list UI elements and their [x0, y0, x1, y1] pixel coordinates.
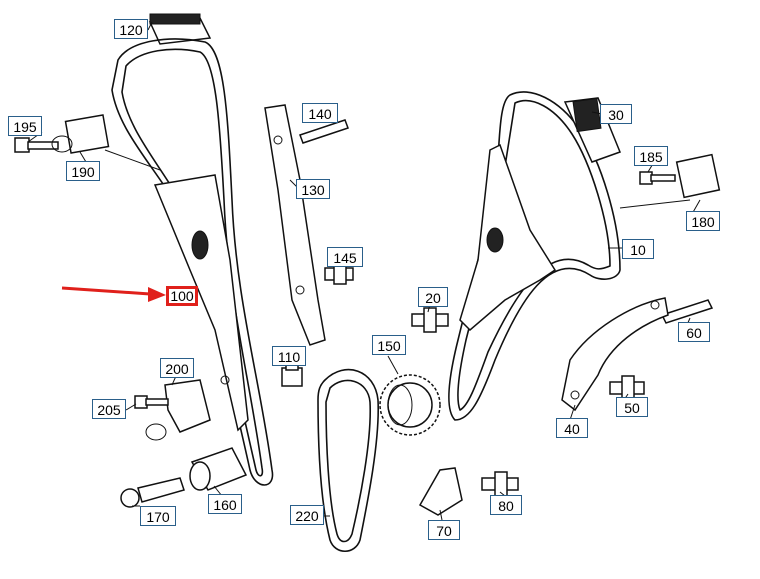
part-60-pin: [660, 299, 714, 324]
callout-185: 185: [634, 146, 668, 166]
part-200-tensioner: [145, 379, 211, 441]
callout-140: 140: [302, 103, 338, 123]
callout-30: 30: [600, 104, 632, 124]
part-160-sleeve: [189, 447, 248, 491]
callout-205: 205: [92, 399, 126, 419]
callout-190: 190: [66, 161, 100, 181]
callout-170: 170: [140, 506, 176, 526]
part-20-pin: [411, 307, 449, 333]
callout-145: 145: [327, 247, 363, 267]
part-140-pin: [299, 119, 349, 144]
part-30-guide-block: [563, 97, 621, 163]
part-40-tensioner-rail: [561, 297, 669, 412]
callout-120: 120: [114, 19, 148, 39]
callout-10: 10: [622, 239, 654, 259]
part-110-pin: [281, 361, 303, 387]
part-205-bolt: [134, 395, 169, 409]
callout-200: 200: [160, 358, 194, 378]
part-120-guide-cap: [148, 13, 212, 45]
callout-110: 110: [272, 346, 306, 366]
highlight-arrow: [61, 286, 166, 302]
callout-160: 160: [208, 494, 242, 514]
part-70-guide: [418, 467, 463, 516]
callout-80: 80: [490, 495, 522, 515]
callout-60: 60: [678, 322, 710, 342]
callout-50: 50: [616, 397, 648, 417]
callout-150: 150: [372, 335, 406, 355]
part-130-tensioner-rail: [264, 104, 326, 346]
callout-40: 40: [556, 418, 588, 438]
part-100-chain-guide: [153, 174, 249, 432]
callout-195: 195: [8, 116, 42, 136]
part-195-bolt: [14, 137, 59, 153]
part-180-chain-tensioner: [619, 153, 721, 209]
part-170-bolt: [120, 477, 185, 508]
part-10-chain-guide: [459, 143, 557, 332]
callout-70: 70: [428, 520, 460, 540]
part-50-pin: [609, 375, 645, 399]
callout-180: 180: [686, 211, 720, 231]
leader-lines: [27, 21, 701, 521]
part-150-sprocket: [379, 374, 441, 436]
part-190-chain-tensioner: [51, 114, 161, 171]
callout-130: 130: [296, 179, 330, 199]
callout-20: 20: [418, 287, 448, 307]
part-220-chain: [317, 368, 380, 553]
part-185-bolt: [639, 171, 676, 185]
callout-100-highlighted: 100: [166, 286, 198, 306]
part-80-pin: [481, 471, 519, 497]
callout-220: 220: [290, 505, 324, 525]
